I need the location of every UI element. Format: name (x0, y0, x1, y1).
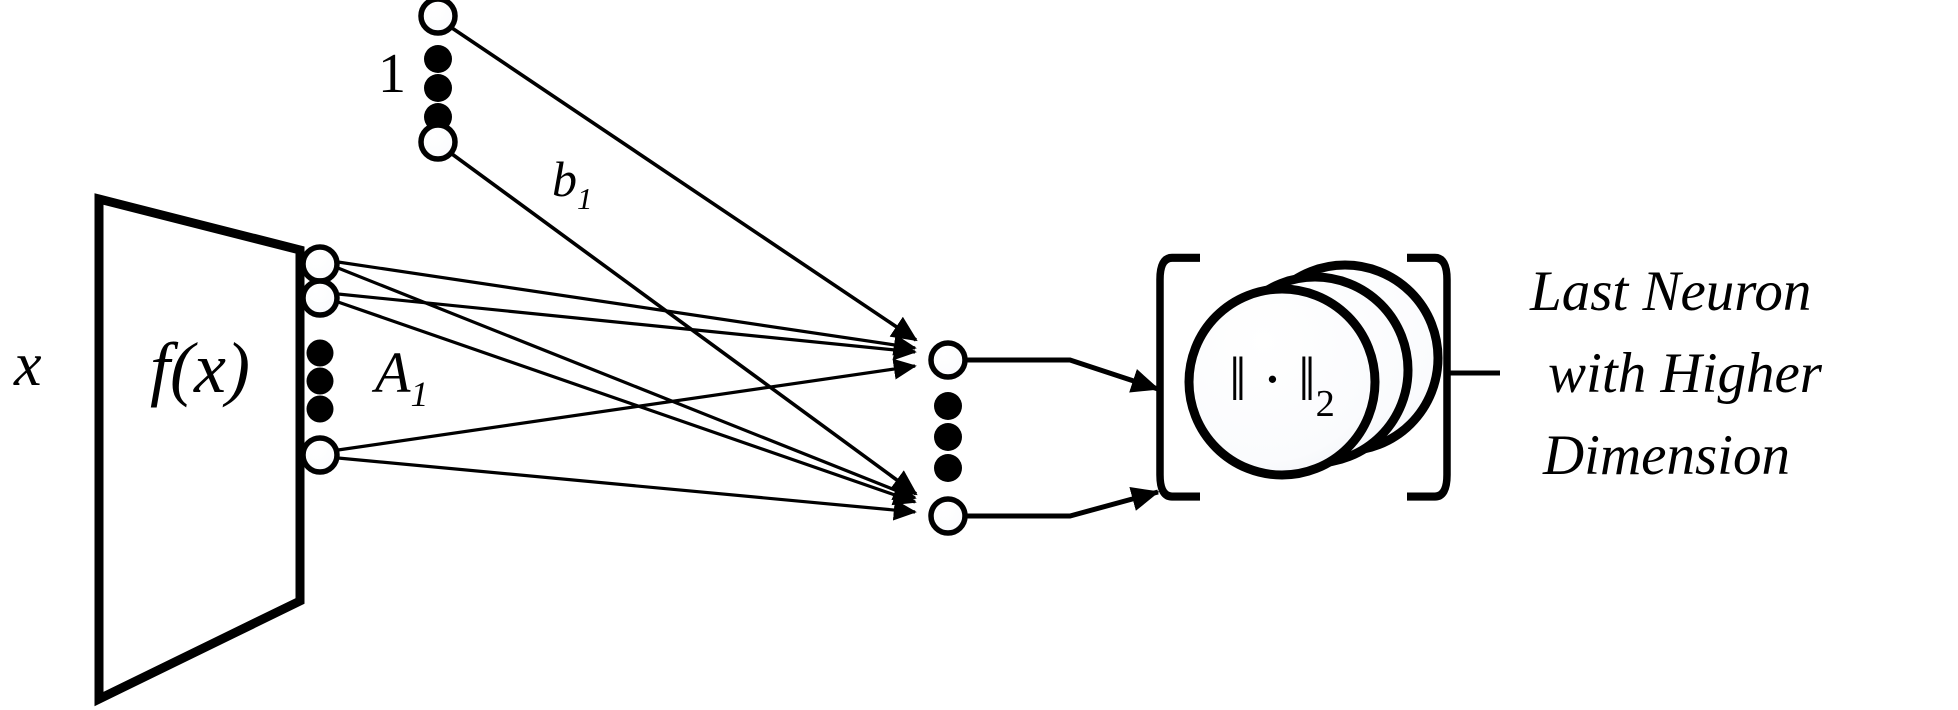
bias-node-n[interactable] (418, 122, 458, 162)
edge-in1-h2 (337, 266, 917, 500)
input-node-2[interactable] (300, 278, 340, 318)
norm-symbol-label: ‖ · ‖2 (1229, 346, 1335, 425)
hidden-to-output-connections (966, 357, 1160, 519)
bias-to-hidden-connections (450, 26, 918, 496)
input-layer-vertical-ellipsis-icon (306, 339, 334, 423)
bias-weight-subscript: 1 (577, 181, 593, 216)
annotation-line-3: Dimension (1542, 424, 1790, 487)
edge-in1-h1 (337, 260, 917, 356)
left-bracket-path (1156, 253, 1200, 501)
annotation-line-1: Last Neuron (1529, 260, 1811, 323)
input-node-1[interactable] (300, 244, 340, 284)
bias-weight-label: b1 (552, 151, 593, 216)
edge-inn-h2 (337, 456, 917, 521)
input-node-n[interactable] (300, 435, 340, 475)
function-fx-label: f(x) (150, 328, 250, 408)
edge-h1-output (966, 357, 1160, 393)
edge-in2-h2 (337, 300, 917, 506)
right-bracket-path (1407, 253, 1451, 501)
output-right-bracket-icon (1407, 253, 1451, 501)
hidden-layer-nodes (928, 340, 968, 536)
bias-one-label: 1 (378, 43, 406, 105)
hidden-node-n[interactable] (928, 496, 968, 536)
annotation-line-2: with Higher (1548, 342, 1823, 405)
bias-layer-vertical-ellipsis-icon (424, 45, 452, 131)
edge-bias1-h1 (450, 26, 918, 342)
input-layer-nodes (300, 244, 340, 475)
edge-inn-h1 (337, 358, 917, 452)
edge-in2-h1 (337, 292, 917, 361)
output-left-bracket-icon (1156, 253, 1200, 501)
bias-weight-base: b (552, 151, 577, 207)
hidden-node-1[interactable] (928, 340, 968, 380)
weight-matrix-base: A (371, 340, 411, 405)
weight-matrix-label: A1 (371, 340, 428, 414)
trapezoid-shape (94, 193, 305, 707)
weight-matrix-subscript: 1 (410, 374, 428, 414)
norm-symbol-base: ‖ · ‖ (1229, 346, 1315, 414)
annotation-text-block: Last Neuron with Higher Dimension (1529, 260, 1823, 487)
hidden-layer-vertical-ellipsis-icon (934, 392, 962, 482)
bias-layer-nodes (418, 0, 458, 162)
norm-symbol-subscript: 2 (1316, 383, 1335, 425)
edge-biasn-h2 (450, 152, 918, 496)
output-disk-front (1184, 284, 1380, 480)
input-x-label: x (13, 331, 42, 399)
edge-hn-output (966, 487, 1160, 519)
bias-node-1[interactable] (418, 0, 458, 36)
input-function-block (94, 193, 305, 707)
output-disk-stack (1184, 260, 1443, 480)
input-to-hidden-connections (337, 260, 917, 521)
